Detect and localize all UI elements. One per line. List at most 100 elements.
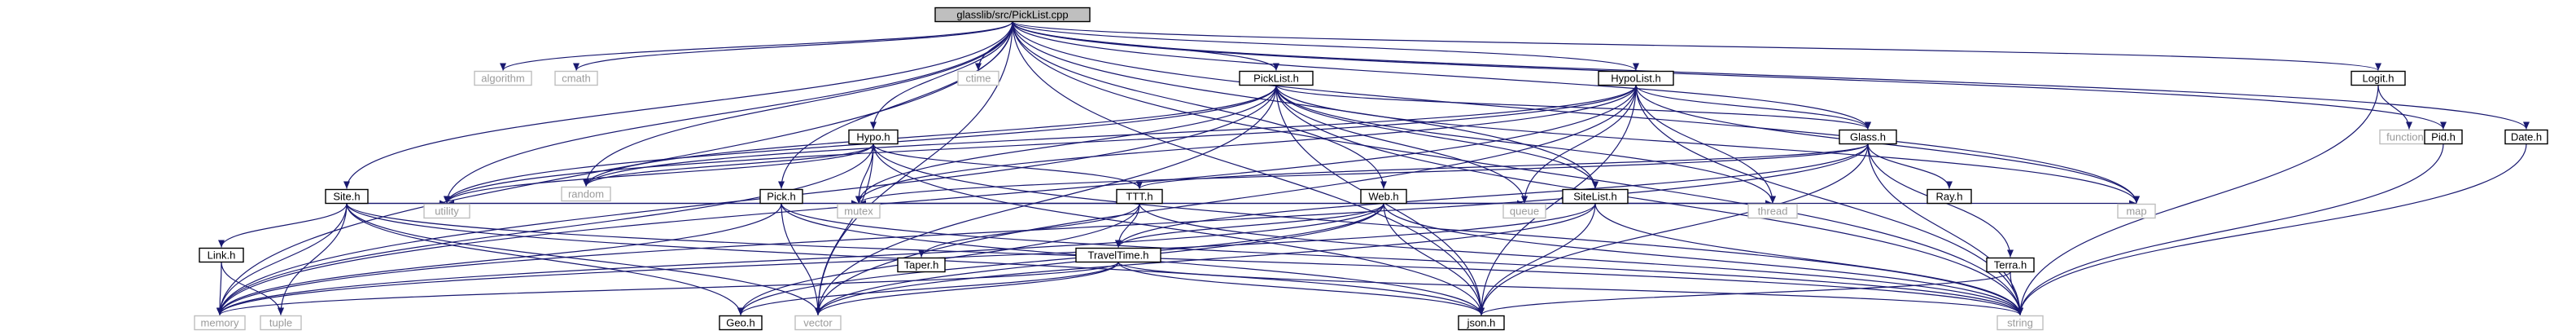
node-functional: functional (2379, 129, 2439, 145)
node-site-h[interactable]: Site.h (325, 188, 369, 205)
node-label: Web.h (1368, 191, 1398, 203)
edge-pid-h-to-string (2017, 143, 2444, 315)
edge-picklist-h-to-random (583, 85, 1277, 187)
edge-picklist-cpp-to-memory (216, 21, 1013, 315)
node-ctime: ctime (957, 70, 999, 86)
node-link-h[interactable]: Link.h (199, 247, 244, 263)
edge-picklist-cpp-to-string (1012, 21, 2023, 315)
node-box (837, 203, 881, 219)
edge-site-h-to-vector (346, 203, 821, 315)
node-box (1986, 257, 2035, 273)
node-tuple: tuple (260, 315, 302, 331)
node-box (1239, 70, 1314, 86)
node-hypo-h[interactable]: Hypo.h (848, 129, 899, 145)
node-box (474, 70, 532, 86)
node-random: random (561, 186, 611, 202)
edge-glass-h-to-mutex (855, 143, 1869, 204)
node-label: TravelTime.h (1088, 249, 1149, 262)
node-box (2117, 203, 2156, 219)
node-label: json.h (1467, 317, 1496, 329)
node-sitelist-h[interactable]: SiteList.h (1562, 188, 1629, 205)
node-label: Link.h (208, 249, 236, 262)
node-box (260, 315, 302, 331)
edge-hypolist-h-to-vector (815, 85, 1637, 315)
node-terra-h[interactable]: Terra.h (1986, 257, 2035, 273)
node-json-h[interactable]: json.h (1458, 315, 1505, 331)
edge-glass-h-to-ray-h (1867, 143, 1953, 189)
node-box (1116, 188, 1163, 205)
edge-traveltime-h-to-string (1117, 261, 2023, 316)
edge-date-h-to-string (2017, 143, 2527, 315)
edge-terra-h-to-json-h (1478, 271, 2011, 316)
node-box (554, 70, 598, 86)
edge-site-h-to-geo-h (346, 203, 744, 315)
edge-picklist-h-to-thread (1275, 85, 1776, 204)
node-label: Glass.h (1850, 131, 1886, 143)
edge-hypolist-h-to-glass-h (1635, 85, 1871, 130)
edge-picklist-cpp-to-date-h (1012, 21, 2530, 130)
node-label: glasslib/src/PickList.cpp (956, 9, 1068, 21)
node-hypolist-h[interactable]: HypoList.h (1598, 70, 1674, 86)
node-box (1839, 129, 1897, 145)
node-label: HypoList.h (1611, 73, 1660, 85)
edge-picklist-cpp-to-glass-h (1012, 21, 1871, 130)
node-label: cmath (562, 73, 590, 85)
node-glass-h[interactable]: Glass.h (1839, 129, 1897, 145)
node-box (794, 315, 842, 331)
node-label: Logit.h (2362, 73, 2394, 85)
edge-logit-h-to-functional (2377, 85, 2412, 130)
node-label: Ray.h (1936, 191, 1963, 203)
node-label: queue (1510, 205, 1539, 218)
node-box (1927, 188, 1972, 205)
edge-ttt-h-to-taper-h (918, 203, 1140, 258)
node-web-h[interactable]: Web.h (1360, 188, 1407, 205)
edge-hypo-h-to-random (583, 143, 874, 187)
node-picklist-cpp[interactable]: glasslib/src/PickList.cpp (934, 7, 1091, 23)
edge-picklist-h-to-queue (1275, 85, 1528, 204)
node-date-h[interactable]: Date.h (2504, 129, 2548, 145)
edge-traveltime-h-to-vector (815, 262, 1119, 315)
node-box (2424, 129, 2463, 145)
edge-picklist-h-to-mutex (855, 85, 1277, 204)
node-label: utility (435, 205, 459, 218)
node-box (194, 315, 246, 331)
edge-ttt-h-to-string (1139, 203, 2023, 315)
edge-hypolist-h-to-json-h (1478, 85, 1637, 315)
edge-glass-h-to-ttt-h (1136, 143, 1869, 190)
node-geo-h[interactable]: Geo.h (719, 315, 763, 331)
node-ray-h[interactable]: Ray.h (1927, 188, 1972, 205)
node-label: map (2126, 205, 2146, 218)
node-pick-h[interactable]: Pick.h (759, 188, 803, 205)
edge-terra-h-to-string (2010, 271, 2023, 315)
node-label: Date.h (2511, 131, 2542, 143)
edge-sitelist-h-to-string (1594, 203, 2023, 315)
edge-hypolist-h-to-queue (1521, 85, 1637, 204)
edge-hypolist-h-to-memory (216, 85, 1637, 315)
node-label: ctime (965, 73, 991, 85)
edge-hypo-h-to-json-h (873, 143, 1485, 315)
node-pid-h[interactable]: Pid.h (2424, 129, 2463, 145)
edge-traveltime-h-to-geo-h (737, 262, 1119, 315)
node-picklist-h[interactable]: PickList.h (1239, 70, 1314, 86)
node-taper-h[interactable]: Taper.h (897, 257, 946, 273)
node-box (934, 7, 1091, 23)
edge-web-h-to-traveltime-h (1115, 203, 1384, 248)
edge-web-h-to-geo-h (737, 203, 1384, 315)
node-label: Pid.h (2431, 131, 2456, 143)
node-traveltime-h[interactable]: TravelTime.h (1075, 247, 1161, 263)
node-label: functional (2386, 131, 2432, 143)
node-string: string (1997, 315, 2044, 331)
edge-link-h-to-tuple (221, 262, 284, 315)
node-map: map (2117, 203, 2156, 219)
node-logit-h[interactable]: Logit.h (2351, 70, 2406, 86)
edge-glass-h-to-json-h (1478, 143, 1869, 315)
edge-glass-h-to-memory (216, 143, 1869, 315)
edge-picklist-h-to-memory (216, 85, 1277, 315)
edge-picklist-cpp-to-pid-h (1012, 21, 2447, 130)
node-ttt-h[interactable]: TTT.h (1116, 188, 1163, 205)
edge-site-h-to-tuple (278, 203, 348, 315)
edge-picklist-cpp-to-json-h (1012, 21, 1485, 315)
edge-picklist-cpp-to-sitelist-h (1012, 21, 1599, 189)
node-label: vector (803, 317, 833, 329)
node-algorithm: algorithm (474, 70, 532, 86)
